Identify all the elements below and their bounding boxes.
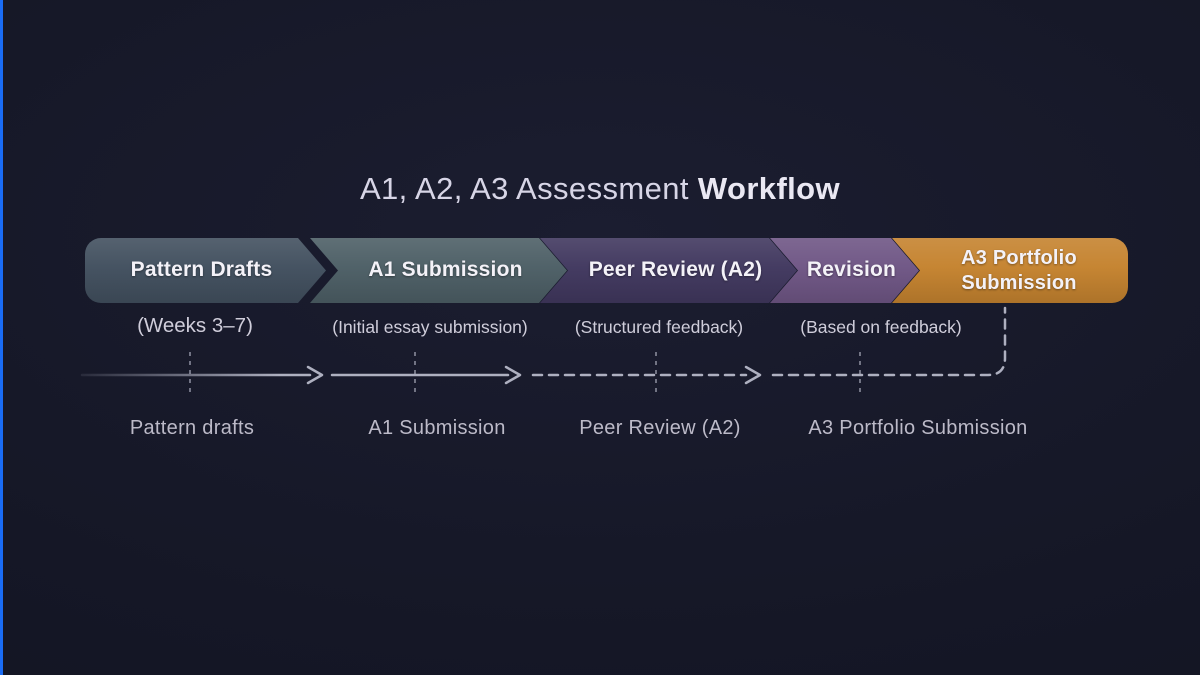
timeline-arrow-segment-3	[531, 365, 762, 385]
stage-chevron-a1-submission: A1 Submission	[310, 238, 567, 303]
timeline-arrow-segment-2	[330, 365, 522, 385]
title-prefix: A1, A2, A3 Assessment	[359, 171, 689, 206]
stage-chevron-revision: Revision	[770, 238, 919, 303]
stage-label-peer-review: Peer Review (A2)	[588, 258, 763, 282]
title-emphasis: Workflow	[697, 171, 841, 206]
milestone-label-a1-submission: A1 Submission	[368, 417, 506, 439]
stage-label-revision: Revision	[806, 258, 897, 282]
milestone-label-pattern-drafts: Pattern drafts	[129, 417, 255, 439]
stage-note-based-on-feedback: (Based on feedback)	[800, 317, 962, 337]
timeline-arrow-segment-1	[80, 365, 324, 385]
arrowhead-icon	[744, 365, 762, 385]
page-title: A1, A2, A3 Assessment Workflow	[0, 171, 1200, 207]
left-edge-accent	[0, 0, 3, 675]
stage-chevron-peer-review: Peer Review (A2)	[540, 238, 797, 303]
stage-label-pattern-drafts: Pattern Drafts	[130, 258, 273, 282]
arrowhead-icon	[306, 365, 324, 385]
stage-chevron-a3-portfolio: A3 Portfolio Submission	[892, 238, 1128, 303]
stage-label-a3-portfolio: A3 Portfolio Submission	[961, 246, 1077, 294]
milestone-label-a3-portfolio: A3 Portfolio Submission	[808, 417, 1028, 439]
stage-note-initial-essay: (Initial essay submission)	[332, 317, 528, 337]
timeline-graphic	[80, 306, 1007, 396]
stage-note-structured-feedback: (Structured feedback)	[574, 317, 744, 337]
stage-chevron-pattern-drafts: Pattern Drafts	[85, 238, 326, 303]
stage-note-weeks: (Weeks 3–7)	[137, 314, 253, 337]
milestone-label-peer-review: Peer Review (A2)	[579, 417, 741, 439]
arrowhead-icon	[504, 365, 522, 385]
stage-label-a1-submission: A1 Submission	[368, 258, 523, 282]
timeline-dashed-connector	[771, 306, 1007, 377]
